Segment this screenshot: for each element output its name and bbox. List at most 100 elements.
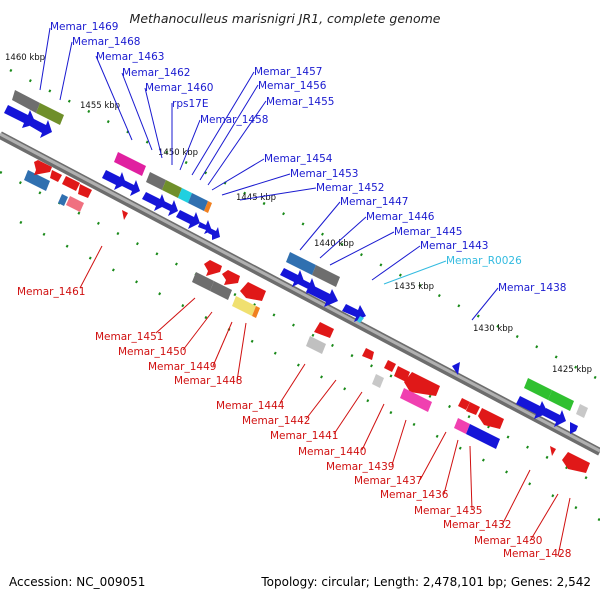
gene-label[interactable]: Memar_1463 <box>96 51 164 63</box>
gene-label[interactable]: Memar_1446 <box>366 211 435 223</box>
forward-guide-track <box>9 68 600 382</box>
gene-arrow <box>240 282 266 301</box>
gene-arrow <box>50 170 62 182</box>
gene-label[interactable]: Memar_1457 <box>254 66 322 78</box>
gene-label[interactable]: Memar_1450 <box>118 346 186 358</box>
accession-text: Accession: NC_009051 <box>9 575 145 589</box>
gene-arrow <box>452 362 460 375</box>
gene-label[interactable]: Memar_1435 <box>414 505 482 517</box>
gene-box <box>66 196 84 212</box>
gene-box <box>576 404 588 418</box>
reverse-genes <box>24 160 590 473</box>
gene-label[interactable]: Memar_1455 <box>266 96 334 108</box>
gene-arrow <box>362 348 374 360</box>
gene-label[interactable]: Memar_1451 <box>95 331 163 343</box>
gene-label[interactable]: Memar_1448 <box>174 375 242 387</box>
gene-box <box>188 193 208 211</box>
gene-label[interactable]: Memar_1452 <box>316 182 384 194</box>
gene-arrow <box>142 192 166 211</box>
gene-arrow <box>208 227 220 240</box>
rna-leader <box>383 260 447 285</box>
gene-label[interactable]: Memar_1454 <box>264 153 333 165</box>
genome-summary-text: Topology: circular; Length: 2,478,101 bp… <box>260 575 591 589</box>
gene-box <box>210 281 232 300</box>
gene-arrow <box>478 408 504 429</box>
scale-label: 1450 kbp <box>158 148 198 158</box>
gene-label[interactable]: Memar_1445 <box>394 226 462 238</box>
gene-label[interactable]: Memar_1447 <box>340 196 408 208</box>
gene-arrow <box>542 408 566 427</box>
scale-label: 1455 kbp <box>80 101 120 111</box>
gene-label[interactable]: Memar_1458 <box>200 114 268 126</box>
gene-arrow <box>570 422 578 434</box>
gene-box <box>466 424 500 449</box>
rna-feature <box>357 316 364 323</box>
gene-label[interactable]: Memar_1449 <box>148 361 216 373</box>
gene-box <box>524 378 552 400</box>
gene-label[interactable]: Memar_1430 <box>474 535 542 547</box>
gene-arrow <box>34 160 52 175</box>
gene-label[interactable]: Memar_1469 <box>50 21 118 33</box>
gene-label[interactable]: rps17E <box>172 98 208 110</box>
gene-label[interactable]: Memar_1462 <box>122 67 190 79</box>
gene-box <box>12 90 40 113</box>
gene-arrow <box>466 402 480 415</box>
gene-arrow <box>516 396 548 419</box>
gene-arrow <box>550 446 556 456</box>
gene-arrow <box>4 105 36 128</box>
gene-label[interactable]: Memar_1453 <box>290 168 358 180</box>
gene-box <box>192 272 214 291</box>
gene-arrow <box>458 398 470 410</box>
gene-label[interactable]: Memar_1428 <box>503 548 571 560</box>
gene-box <box>372 374 384 388</box>
gene-label[interactable]: Memar_1468 <box>72 36 140 48</box>
gene-box <box>36 103 64 125</box>
gene-label[interactable]: Memar_1432 <box>443 519 511 531</box>
forward-labels: Memar_1469 Memar_1468 Memar_1463 Memar_1… <box>50 21 566 294</box>
gene-label[interactable]: Memar_1439 <box>326 461 394 473</box>
scale-label: 1425 kbp <box>552 365 592 375</box>
gene-label[interactable]: Memar_1460 <box>145 82 213 94</box>
gene-box <box>204 201 212 213</box>
gene-label[interactable]: Memar_1456 <box>258 80 327 92</box>
gene-arrow <box>562 452 590 473</box>
gene-box <box>306 336 326 354</box>
gene-arrow <box>62 176 80 191</box>
gene-arrow <box>384 360 396 372</box>
gene-arrow <box>122 210 128 220</box>
gene-box <box>146 172 166 190</box>
gene-box <box>454 418 470 434</box>
forward-leaders <box>39 27 499 321</box>
gene-arrow <box>394 366 410 382</box>
reverse-labels: Memar_1461 Memar_1451 Memar_1450 Memar_1… <box>17 286 571 560</box>
scale-labels: 1460 kbp 1455 kbp 1450 kbp 1445 kbp 1440… <box>5 53 592 375</box>
gene-label[interactable]: Memar_1461 <box>17 286 85 298</box>
scale-label: 1445 kbp <box>236 193 276 203</box>
gene-label[interactable]: Memar_1444 <box>216 400 285 412</box>
reverse-leaders <box>79 245 571 557</box>
scale-label: 1460 kbp <box>5 53 45 63</box>
gene-box <box>58 194 68 206</box>
forward-genes <box>4 90 588 434</box>
gene-arrow <box>198 220 212 234</box>
gene-label[interactable]: Memar_1442 <box>242 415 310 427</box>
gene-box <box>114 152 146 176</box>
genome-backbone-highlight <box>0 132 600 453</box>
gene-arrow <box>102 170 126 190</box>
scale-label: 1440 kbp <box>314 239 354 249</box>
gene-label[interactable]: Memar_1438 <box>498 282 566 294</box>
gene-arrow <box>160 200 178 216</box>
gene-box <box>252 306 260 318</box>
gene-label[interactable]: Memar_1441 <box>270 430 338 442</box>
gene-arrow <box>404 372 440 396</box>
gene-arrow <box>176 210 200 229</box>
gene-label[interactable]: Memar_1437 <box>354 475 422 487</box>
gene-label[interactable]: Memar_1440 <box>298 446 366 458</box>
gene-label[interactable]: Memar_1436 <box>380 489 449 501</box>
gene-arrow <box>280 268 304 287</box>
scale-label: 1435 kbp <box>394 282 434 292</box>
gene-label[interactable]: Memar_1443 <box>420 240 488 252</box>
rna-label[interactable]: Memar_R0026 <box>446 255 522 267</box>
gene-box <box>232 296 256 316</box>
